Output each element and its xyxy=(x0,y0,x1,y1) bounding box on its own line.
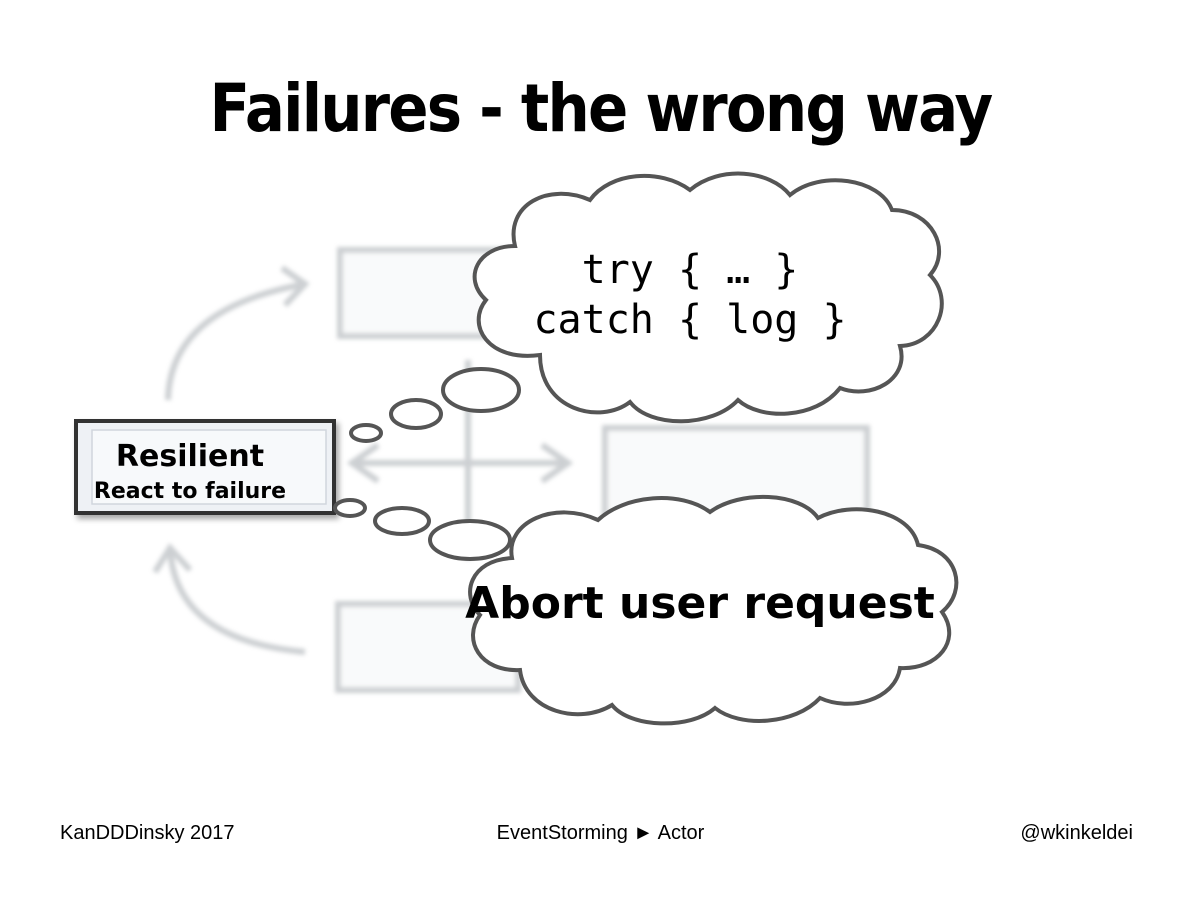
thought-bubble-bottom xyxy=(333,494,959,726)
footer-section: EventStorming ► Actor xyxy=(496,822,705,844)
slide-title: Failures - the wrong way xyxy=(209,70,994,147)
thought-trail-dot xyxy=(349,423,383,443)
bg-curved-arrow-bottom xyxy=(152,543,306,655)
thought-bubble-top xyxy=(349,171,944,443)
bg-curved-arrow-top xyxy=(165,265,310,401)
thought-trail-dot xyxy=(389,398,443,430)
code-line-try: try { … } xyxy=(582,247,799,293)
abort-text: Abort user request xyxy=(465,578,935,629)
footer-handle: @wkinkeldei xyxy=(1020,822,1133,844)
actor-box: Resilient React to failure xyxy=(74,419,336,515)
actor-box-subheading: React to failure xyxy=(94,479,286,504)
thought-trail-dot xyxy=(373,506,431,536)
cloud-shape xyxy=(468,494,959,726)
thought-trail-dot xyxy=(428,519,512,561)
thought-trail-dot xyxy=(333,498,367,518)
bg-double-arrow xyxy=(346,442,574,484)
cloud-shape xyxy=(472,171,944,424)
thought-trail-dot xyxy=(441,367,521,413)
code-line-catch: catch { log } xyxy=(533,297,846,343)
actor-box-heading: Resilient xyxy=(116,439,264,474)
footer-conference: KanDDDinsky 2017 xyxy=(60,822,235,844)
